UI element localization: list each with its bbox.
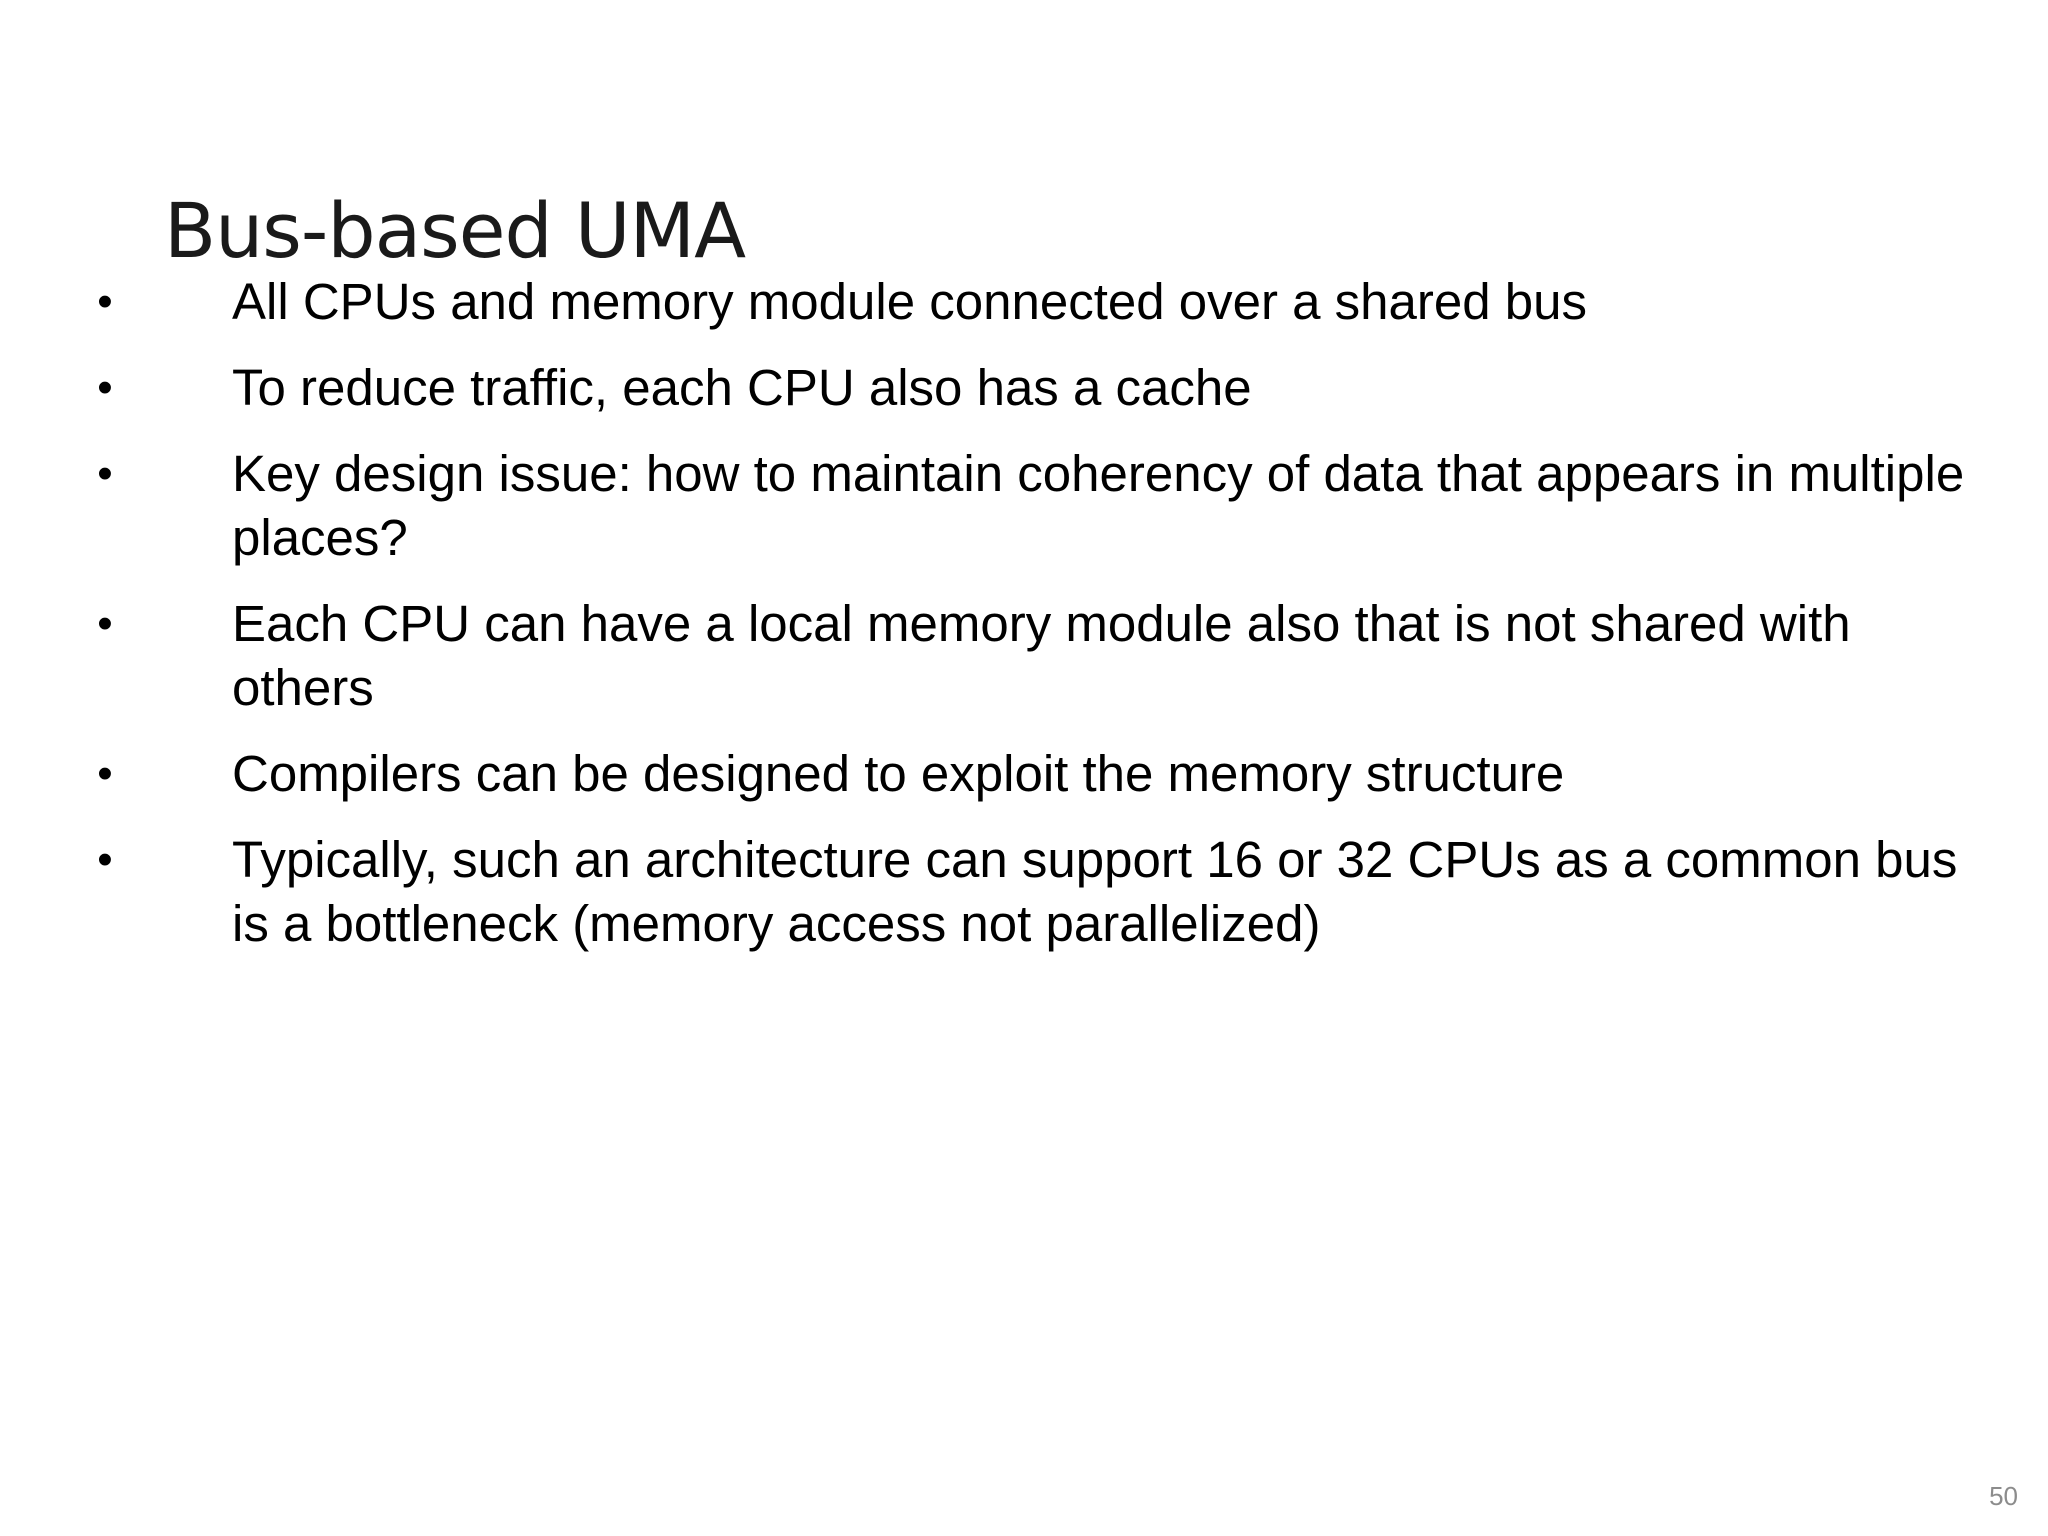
bullet-text: Key design issue: how to maintain cohere… (232, 445, 1965, 566)
bullet-text: Compilers can be designed to exploit the… (232, 745, 1565, 802)
bullet-icon: • (97, 277, 113, 326)
bullet-list: • All CPUs and memory module connected o… (90, 270, 1990, 978)
slide-title: Bus-based UMA (164, 186, 746, 275)
bullet-item: • Each CPU can have a local memory modul… (90, 592, 1990, 720)
bullet-icon: • (97, 749, 113, 798)
bullet-text: Typically, such an architecture can supp… (232, 831, 1958, 952)
bullet-item: • Key design issue: how to maintain cohe… (90, 442, 1990, 570)
bullet-text: To reduce traffic, each CPU also has a c… (232, 359, 1252, 416)
bullet-icon: • (97, 835, 113, 884)
bullet-text: Each CPU can have a local memory module … (232, 595, 1851, 716)
bullet-item: • All CPUs and memory module connected o… (90, 270, 1990, 334)
bullet-item: • To reduce traffic, each CPU also has a… (90, 356, 1990, 420)
bullet-icon: • (97, 363, 113, 412)
bullet-item: • Compilers can be designed to exploit t… (90, 742, 1990, 806)
bullet-item: • Typically, such an architecture can su… (90, 828, 1990, 956)
bullet-icon: • (97, 449, 113, 498)
page-number: 50 (1989, 1481, 2018, 1511)
bullet-icon: • (97, 599, 113, 648)
bullet-text: All CPUs and memory module connected ove… (232, 273, 1588, 330)
